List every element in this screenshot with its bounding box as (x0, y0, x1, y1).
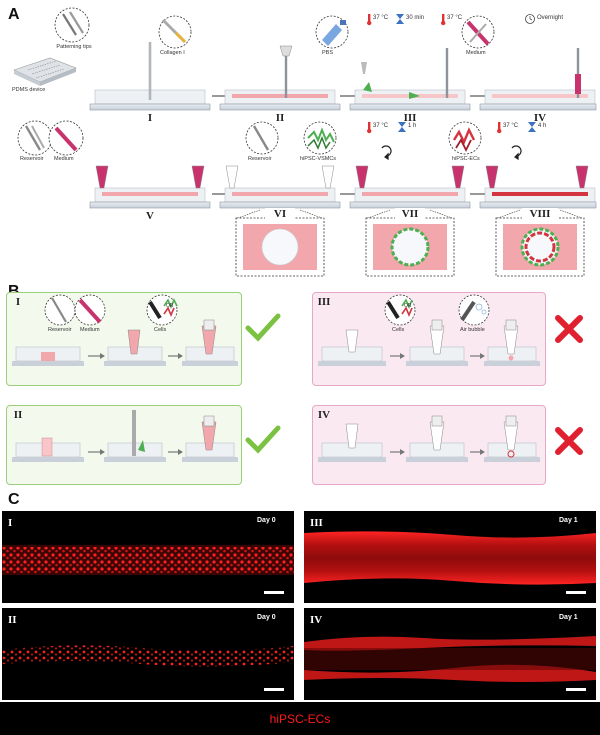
step-label-4: IV (533, 112, 547, 124)
b3-or-label: OR (404, 303, 412, 309)
step3-time: 30 min (406, 15, 425, 21)
micrograph-4-day: Day 1 (559, 614, 578, 621)
panel-letter-c: C (8, 491, 20, 508)
scale-bar (566, 591, 586, 594)
step8-temp: 37 °C (503, 123, 519, 129)
device-step-4 (479, 48, 597, 111)
micrograph-3: III Day 1 (304, 511, 596, 603)
b-cells-label: Cells (154, 327, 167, 333)
step7-temp: 37 °C (373, 123, 389, 129)
pbs-label: PBS (322, 50, 334, 56)
panel-a-schematic (13, 7, 597, 277)
micrograph-1-num: I (8, 517, 13, 529)
b2-devices (12, 410, 238, 462)
device-step-7 (349, 165, 471, 277)
cross-icon (555, 427, 583, 455)
legend-label: hiPSC-ECs (269, 712, 331, 726)
thermometer-icon (367, 14, 502, 134)
b-box-3-num: III (317, 296, 331, 308)
micrograph-2-day: Day 0 (257, 614, 276, 621)
medium-icon-row2 (48, 120, 84, 156)
b3-icons (384, 294, 490, 326)
hourglass-icon (396, 14, 536, 132)
reservoir-icon (17, 120, 53, 156)
device-step-5 (89, 165, 211, 209)
panel-b-schematic (12, 294, 583, 462)
b-medium-label: Medium (80, 327, 100, 333)
step-label-2: II (275, 112, 285, 124)
device-step-2 (219, 45, 341, 111)
device-step-1 (89, 42, 211, 111)
pbs-bottle-icon (315, 15, 349, 49)
step-label-3: III (403, 112, 417, 124)
collagen-pipette-icon (158, 15, 192, 49)
b1-icons (44, 294, 178, 326)
micrograph-1-signal (2, 545, 294, 575)
step7-time: 1 h (408, 123, 417, 129)
step-label-8: VIII (522, 208, 558, 220)
step-label-1: I (147, 112, 153, 124)
step-label-5: V (146, 210, 154, 222)
micrograph-3-signal (304, 531, 596, 585)
micrograph-1: I Day 0 (2, 511, 294, 603)
pdms-device-label: PDMS device (12, 87, 46, 93)
patterning-tips-icon (54, 7, 90, 43)
patterning-tips-label: Patterning tips (56, 44, 92, 50)
b3-air-bubble-label: Air bubble (460, 327, 485, 333)
step4-time: Overnight (537, 15, 564, 21)
medium-label-row2: Medium (54, 156, 74, 162)
b1-devices (12, 319, 238, 366)
step-label-7: VII (395, 208, 425, 220)
ec-cells-icon (448, 121, 482, 155)
clock-icon (525, 14, 535, 24)
b-box-1-num: I (15, 296, 21, 308)
reservoir-label: Reservoir (20, 156, 44, 162)
micrograph-4: IV Day 1 (304, 608, 596, 700)
pdms-device-icon (13, 57, 77, 86)
b-box-2-num: II (13, 409, 23, 421)
micrograph-3-num: III (310, 517, 323, 529)
step-label-6: VI (265, 208, 295, 220)
scale-bar (566, 688, 586, 691)
micrograph-2: II Day 0 (2, 608, 294, 700)
legend-bar (0, 702, 600, 735)
device-step-3 (349, 48, 471, 111)
b4-devices (318, 415, 540, 462)
step8-time: 4 h (538, 123, 547, 129)
step3-temp: 37 °C (373, 15, 389, 21)
b-or-label: OR (166, 303, 174, 309)
rotate-icon (381, 145, 522, 161)
scale-bar (264, 688, 284, 691)
micrograph-3-day: Day 1 (559, 517, 578, 524)
panel-letter-b: B (8, 283, 20, 301)
micrograph-4-num: IV (310, 614, 323, 626)
b-reservoir-label: Reservoir (48, 327, 72, 333)
vsmc-cells-icon (303, 121, 337, 155)
b3-devices (318, 319, 540, 366)
reservoir-icon-2 (245, 121, 279, 155)
micrograph-1-day: Day 0 (257, 517, 276, 524)
medium-label: Medium (466, 50, 486, 56)
reservoir-label-2: Reservoir (248, 156, 272, 162)
vsmc-label: hiPSC-VSMCs (300, 156, 337, 162)
micrograph-4-signal (304, 636, 596, 682)
check-icon (245, 313, 281, 342)
b-box-4-num: IV (317, 409, 331, 421)
cross-icon (555, 315, 583, 343)
step4-temp: 37 °C (447, 15, 463, 21)
panel-letter-a: A (8, 6, 20, 23)
device-step-8 (479, 165, 597, 277)
scale-bar (264, 591, 284, 594)
check-icon (245, 425, 281, 454)
device-step-6 (219, 165, 341, 277)
micrograph-2-signal (2, 645, 294, 667)
medium-pipette-icon (461, 15, 495, 49)
ec-label: hiPSC-ECs (452, 156, 480, 162)
collagen-label: Collagen I (160, 50, 185, 56)
b3-cells-label: Cells (392, 327, 405, 333)
micrograph-2-num: II (8, 614, 17, 626)
